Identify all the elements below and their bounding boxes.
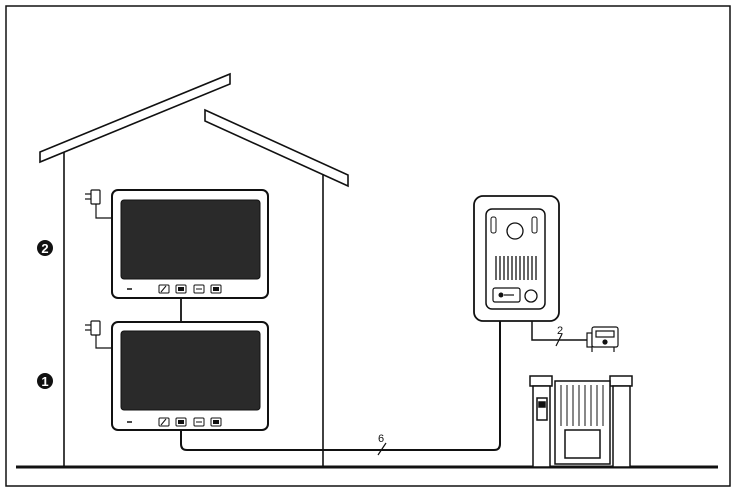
diagram-frame [5, 5, 731, 487]
roof-right [204, 108, 349, 188]
key-icon [498, 292, 504, 298]
house [39, 72, 349, 467]
gate [529, 375, 633, 468]
floor-badge-lower-label: 1 [41, 374, 48, 389]
cable-slash [377, 442, 387, 456]
power-adapter-icon [85, 189, 112, 219]
outdoor-door-station [473, 195, 560, 322]
main-cable-wire-count: 6 [378, 433, 384, 445]
electric-lock-icon [586, 326, 619, 352]
gate-pillar-cap [609, 375, 633, 387]
lock-cable [531, 321, 587, 341]
gate-intercom-panel [536, 397, 548, 421]
gate-lower-panel [564, 429, 601, 459]
main-cable [180, 321, 501, 451]
floor-badge-upper-label: 2 [41, 241, 48, 256]
floor-badge-lower: 1 [37, 373, 53, 389]
indoor-monitor-lower [111, 321, 269, 431]
gate-pillar-right [612, 385, 631, 468]
ir-led-icon [490, 216, 497, 234]
ir-led-icon [531, 216, 538, 234]
floor-badge-upper: 2 [37, 240, 53, 256]
monitor-screen [120, 330, 261, 411]
lock-cable-wire-count: 2 [557, 325, 563, 337]
roof-left [39, 72, 231, 164]
camera-lens-icon [506, 222, 524, 240]
monitor-screen [120, 199, 261, 280]
cable-slash [555, 333, 563, 347]
gate-pillar-cap [529, 375, 553, 387]
speaker-grille-icon [495, 256, 537, 280]
power-adapter-icon [85, 320, 112, 349]
call-button-icon [524, 289, 538, 303]
indoor-monitor-upper [111, 189, 269, 299]
